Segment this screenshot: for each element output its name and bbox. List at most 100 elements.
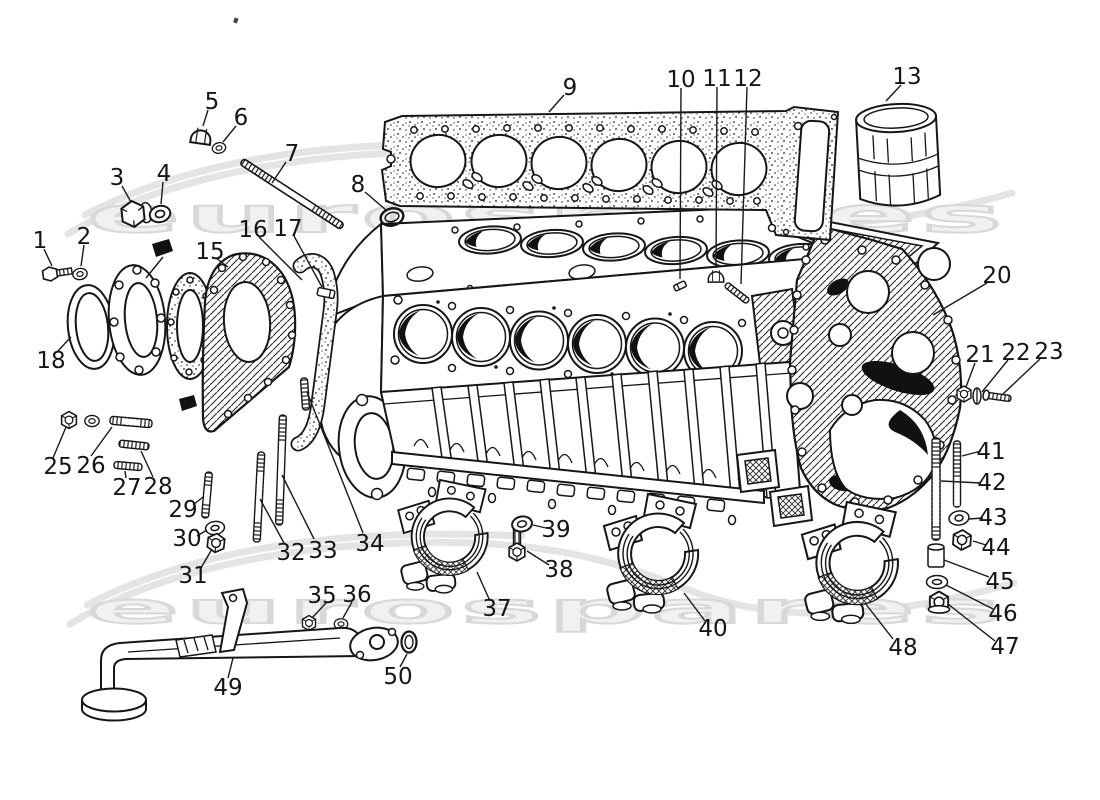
part-number-36: 36 bbox=[342, 582, 371, 608]
gasket-oval-holes bbox=[462, 171, 723, 198]
part-number-35: 35 bbox=[307, 583, 336, 609]
callout-47: 47 bbox=[947, 603, 1020, 660]
nut-21 bbox=[956, 385, 972, 403]
washer-43 bbox=[948, 510, 970, 526]
part-number-13: 13 bbox=[892, 64, 921, 90]
callout-50: 50 bbox=[383, 653, 413, 690]
part-number-18: 18 bbox=[36, 348, 65, 374]
part-number-16: 16 bbox=[238, 217, 267, 243]
leader-line-29 bbox=[192, 496, 204, 506]
callout-33: 33 bbox=[281, 474, 338, 564]
stud-41 bbox=[952, 440, 962, 508]
callout-30: 30 bbox=[172, 526, 208, 552]
leader-line-35 bbox=[311, 602, 327, 619]
part-number-22: 22 bbox=[1001, 340, 1030, 366]
leader-line-50 bbox=[399, 653, 408, 668]
leader-line-38 bbox=[526, 550, 550, 566]
callout-38: 38 bbox=[526, 550, 574, 583]
leader-line-36 bbox=[342, 601, 353, 619]
engine-block bbox=[316, 204, 963, 528]
part-number-12: 12 bbox=[733, 66, 762, 92]
part-number-47: 47 bbox=[990, 634, 1019, 660]
leader-line-2 bbox=[80, 244, 85, 267]
leader-line-18 bbox=[56, 336, 72, 353]
leader-line-3 bbox=[121, 185, 132, 203]
stud-33 bbox=[274, 414, 288, 526]
callout-35: 35 bbox=[307, 583, 337, 619]
part-number-44: 44 bbox=[981, 535, 1010, 561]
part-number-28: 28 bbox=[143, 474, 172, 500]
washer-2 bbox=[71, 266, 89, 282]
leader-line-17 bbox=[293, 235, 323, 288]
callout-22: 22 bbox=[981, 340, 1031, 393]
part-number-49: 49 bbox=[213, 675, 242, 701]
part-number-46: 46 bbox=[988, 601, 1017, 627]
leader-line-32 bbox=[259, 498, 285, 544]
screw-23 bbox=[982, 389, 1012, 403]
part-number-30: 30 bbox=[172, 526, 201, 552]
callout-21: 21 bbox=[965, 342, 995, 388]
gasket-bolt-holes bbox=[386, 113, 838, 236]
callout-31: 31 bbox=[178, 548, 213, 589]
washer-30 bbox=[204, 520, 226, 536]
part-number-42: 42 bbox=[977, 470, 1006, 496]
leader-line-34 bbox=[306, 391, 364, 534]
part-number-50: 50 bbox=[383, 664, 412, 690]
gasket-ring-50 bbox=[400, 630, 418, 654]
stud-27 bbox=[113, 460, 143, 472]
nut-44 bbox=[951, 528, 973, 552]
leader-line-7 bbox=[271, 161, 287, 184]
callout-43: 43 bbox=[968, 505, 1008, 531]
dowel-pin-17 bbox=[316, 286, 336, 300]
part-number-41: 41 bbox=[976, 439, 1005, 465]
stud-28 bbox=[118, 439, 150, 451]
callout-26: 26 bbox=[76, 426, 113, 479]
callout-44: 44 bbox=[972, 535, 1011, 561]
leader-line-25 bbox=[52, 426, 67, 459]
callout-28: 28 bbox=[140, 450, 173, 500]
stud-32 bbox=[252, 451, 266, 543]
part-number-6: 6 bbox=[234, 105, 249, 131]
stud-26-long bbox=[109, 415, 153, 429]
leader-line-21 bbox=[965, 362, 976, 388]
callout-29: 29 bbox=[168, 496, 204, 523]
cylinder-liner bbox=[855, 102, 942, 207]
leader-line-37 bbox=[476, 571, 491, 602]
leader-line-27 bbox=[124, 470, 127, 479]
part-number-10: 10 bbox=[666, 67, 695, 93]
leader-line-28 bbox=[140, 450, 154, 478]
nut-25 bbox=[60, 410, 78, 430]
leader-line-33 bbox=[281, 474, 315, 540]
leader-line-16 bbox=[258, 236, 303, 281]
part-number-1: 1 bbox=[33, 228, 48, 254]
leader-line-20 bbox=[932, 282, 988, 316]
part-number-34: 34 bbox=[355, 531, 384, 557]
leader-line-10 bbox=[679, 87, 682, 280]
callout-11: 11 bbox=[702, 66, 732, 269]
part-number-4: 4 bbox=[157, 161, 172, 187]
leader-line-30 bbox=[196, 529, 208, 537]
leader-line-5 bbox=[202, 109, 209, 127]
pickup-bracket bbox=[175, 587, 249, 658]
leader-line-11 bbox=[715, 86, 718, 269]
part-number-27: 27 bbox=[112, 475, 141, 501]
part-number-15: 15 bbox=[195, 239, 224, 265]
leader-line-23 bbox=[1002, 358, 1041, 395]
part-number-11: 11 bbox=[702, 66, 731, 92]
part-number-8: 8 bbox=[351, 172, 366, 198]
leader-line-13 bbox=[885, 84, 902, 102]
washer-26 bbox=[84, 414, 100, 428]
nut-35 bbox=[301, 614, 317, 632]
callout-48: 48 bbox=[864, 602, 918, 661]
callout-46: 46 bbox=[945, 584, 1018, 627]
washer-6 bbox=[210, 140, 228, 156]
leader-line-31 bbox=[200, 548, 213, 569]
callout-39: 39 bbox=[532, 517, 571, 543]
part-number-9: 9 bbox=[563, 75, 578, 101]
stud-7 bbox=[240, 158, 344, 230]
bolt-1 bbox=[41, 266, 73, 282]
part-number-29: 29 bbox=[168, 497, 197, 523]
